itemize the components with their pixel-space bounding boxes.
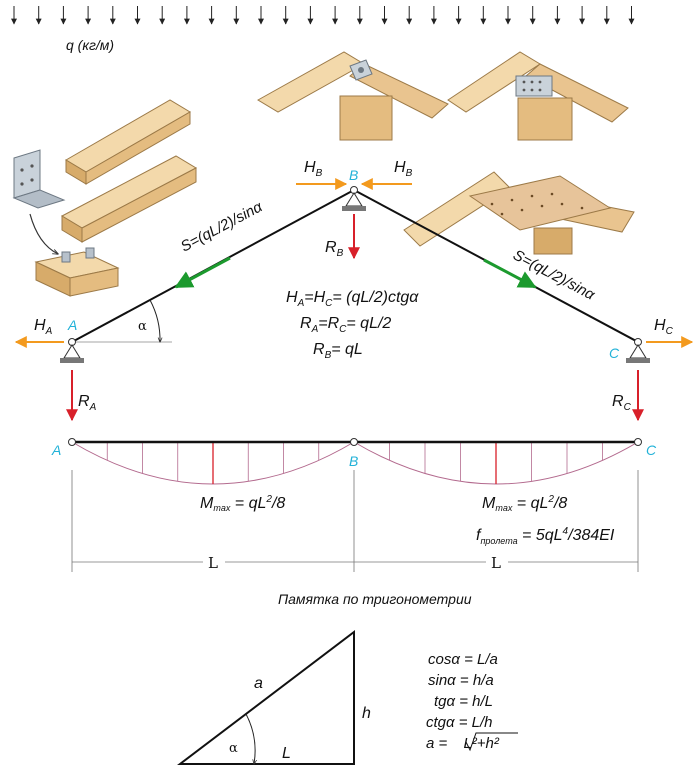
span-dimensions bbox=[71, 470, 639, 572]
distributed-load-arrows bbox=[11, 6, 635, 25]
ha-label: HA bbox=[34, 317, 53, 337]
rafter-beam-illustration-1 bbox=[65, 99, 191, 185]
support-b bbox=[342, 186, 366, 211]
ridge-joint-gusset-illustration bbox=[403, 171, 635, 255]
beam-node-b bbox=[350, 438, 358, 446]
formula-rb: RB= qL bbox=[313, 341, 363, 361]
node-a-label: A bbox=[67, 317, 77, 333]
trig-cos: cosα = L/a bbox=[428, 651, 498, 668]
load-label: q (кг/м) bbox=[66, 37, 114, 53]
triangle-alpha: α bbox=[229, 741, 238, 756]
ridge-joint-bolted-illustration bbox=[257, 51, 449, 141]
rc-label: RC bbox=[612, 393, 632, 413]
node-b-label: B bbox=[349, 167, 358, 183]
span-right-label: L bbox=[491, 554, 501, 572]
ridge-joint-plate-illustration bbox=[447, 51, 629, 141]
left-compression-arrow bbox=[174, 256, 231, 289]
triangle-height-label: h bbox=[362, 705, 371, 722]
sqrt-sign bbox=[465, 732, 518, 752]
node-c-label: C bbox=[609, 345, 620, 361]
angle-alpha: α bbox=[138, 319, 147, 334]
hc-label: HC bbox=[654, 317, 674, 337]
beam-label-b: B bbox=[349, 453, 358, 469]
support-c bbox=[626, 338, 650, 363]
ra-label: RA bbox=[78, 393, 97, 413]
trig-title: Памятка по тригонометрии bbox=[278, 591, 472, 607]
rafter-beam-illustration-2 bbox=[60, 155, 198, 243]
right-triangle bbox=[177, 629, 355, 765]
hb-left-label: HB bbox=[304, 159, 323, 179]
triangle-angle-arc bbox=[245, 713, 255, 764]
bracket-mount-illustration bbox=[34, 247, 120, 297]
moment-max-right: Mmax = qL2/8 bbox=[482, 494, 567, 513]
right-rafter-force: S=(qL/2)/sinα bbox=[510, 247, 598, 304]
rb-label: RB bbox=[325, 239, 344, 259]
beam-node-c bbox=[634, 438, 642, 446]
moment-diagram bbox=[71, 441, 639, 485]
left-rafter-force: S=(qL/2)/sinα bbox=[178, 198, 266, 255]
hb-right-label: HB bbox=[394, 159, 413, 179]
beam-node-a bbox=[68, 438, 76, 446]
beam-label-a: A bbox=[51, 442, 61, 458]
right-compression-arrow bbox=[483, 258, 537, 289]
triangle-base-label: L bbox=[282, 745, 291, 762]
trig-sin: sinα = h/a bbox=[428, 672, 494, 689]
formula-ra-rc: RA=RC= qL/2 bbox=[300, 315, 391, 335]
trig-a-formula: a = L²+h² bbox=[426, 735, 500, 752]
span-right-mask bbox=[486, 552, 508, 572]
beam-label-c: C bbox=[646, 442, 657, 458]
span-left-mask bbox=[203, 552, 225, 572]
metal-bracket-illustration bbox=[12, 149, 66, 254]
trig-ctg: ctgα = L/h bbox=[426, 714, 493, 731]
support-a bbox=[60, 338, 84, 363]
span-left-label: L bbox=[208, 554, 218, 572]
formula-horizontal: HA=HC= (qL/2)ctgα bbox=[286, 289, 419, 309]
trig-tg: tgα = h/L bbox=[434, 693, 493, 710]
moment-max-left: Mmax = qL2/8 bbox=[200, 494, 285, 513]
triangle-hyp-label: a bbox=[254, 675, 263, 692]
angle-arc bbox=[149, 299, 160, 342]
deflection-formula: fпролета = 5qL4/384EI bbox=[476, 526, 615, 546]
